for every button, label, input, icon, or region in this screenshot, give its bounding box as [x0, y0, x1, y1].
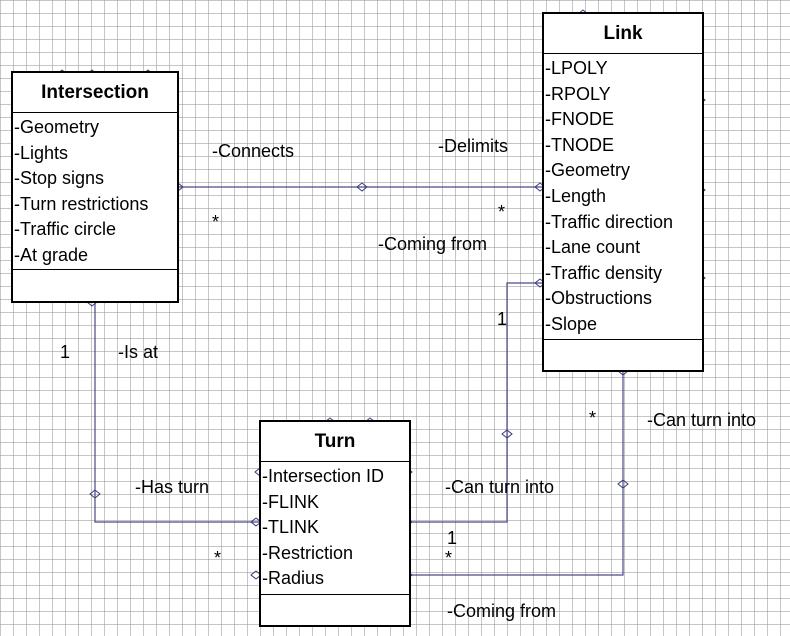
- multiplicity-intersection-connects: *: [212, 212, 220, 232]
- intersection-attr-traffic-circle: -Traffic circle: [14, 219, 117, 240]
- intersection-attr-turn-restrictions: -Turn restrictions: [14, 193, 149, 214]
- turn-class[interactable]: Turn -Intersection ID -FLINK -TLINK -Res…: [259, 420, 411, 627]
- multiplicity-link-delimits: *: [498, 202, 506, 222]
- link-attributes: -LPOLY -RPOLY -FNODE -TNODE -Geometry -L…: [544, 54, 702, 340]
- is-at-label: -Is at: [118, 342, 159, 362]
- coming-from-link-label: -Coming from: [378, 234, 488, 254]
- turn-attr-intersection-id: -Intersection ID: [262, 466, 385, 486]
- link-attr-slope: -Slope: [545, 313, 598, 334]
- link-attr-geometry: -Geometry: [545, 160, 631, 181]
- is-at-line: [94, 302, 260, 523]
- turn-class-name: Turn: [261, 422, 409, 462]
- turn-operations: [261, 595, 409, 625]
- multiplicity-turn-tlink: 1: [447, 528, 458, 548]
- link-attr-lpoly: -LPOLY: [545, 58, 608, 78]
- intersection-attr-lights: -Lights: [14, 142, 69, 163]
- intersection-attributes: -Geometry -Lights -Stop signs -Turn rest…: [13, 113, 177, 270]
- intersection-class[interactable]: Intersection -Geometry -Lights -Stop sig…: [11, 71, 179, 303]
- intersection-attr-stop-signs: -Stop signs: [14, 168, 105, 189]
- intersection-class-name: Intersection: [13, 73, 177, 113]
- link-class-name: Link: [544, 14, 702, 54]
- can-turn-into-right-label: -Can turn into: [647, 410, 757, 430]
- turn-attr-radius: -Radius: [262, 568, 325, 589]
- link-attr-rpoly: -RPOLY: [545, 83, 611, 104]
- tlink-link-line: [410, 282, 543, 523]
- link-attr-obstructions: -Obstructions: [545, 288, 653, 309]
- delimits-label: -Delimits: [438, 136, 508, 156]
- link-attr-traffic-direction: -Traffic direction: [545, 211, 674, 232]
- turn-attributes: -Intersection ID -FLINK -TLINK -Restrict…: [261, 462, 409, 595]
- link-attr-lane-count: -Lane count: [545, 237, 641, 258]
- link-attr-tnode: -TNODE: [545, 134, 614, 155]
- intersection-attr-at-grade: -At grade: [14, 244, 89, 265]
- multiplicity-link-can-turn-into: *: [589, 408, 597, 428]
- link-attr-traffic-density: -Traffic density: [545, 262, 663, 283]
- multiplicity-link-coming-from: 1: [497, 309, 508, 329]
- multiplicity-turn-has-turn: *: [214, 548, 222, 568]
- link-operations: [544, 340, 702, 370]
- multiplicity-turn-radius: *: [445, 548, 453, 568]
- link-class[interactable]: Link -LPOLY -RPOLY -FNODE -TNODE -Geomet…: [542, 12, 704, 372]
- turn-attr-flink: -FLINK: [262, 491, 320, 512]
- can-turn-into-mid-label: -Can turn into: [445, 477, 555, 497]
- turn-attr-restriction: -Restriction: [262, 542, 354, 563]
- intersection-attr-geometry: -Geometry: [14, 117, 100, 137]
- has-turn-label: -Has turn: [135, 477, 210, 497]
- coming-from-bottom-label: -Coming from: [447, 601, 557, 621]
- connects-label: -Connects: [212, 141, 295, 161]
- radius-link-line: [410, 371, 624, 576]
- multiplicity-intersection-is-at: 1: [60, 342, 71, 362]
- turn-attr-tlink: -TLINK: [262, 517, 320, 538]
- intersection-operations: [13, 270, 177, 301]
- link-attr-fnode: -FNODE: [545, 109, 614, 130]
- link-attr-length: -Length: [545, 185, 607, 206]
